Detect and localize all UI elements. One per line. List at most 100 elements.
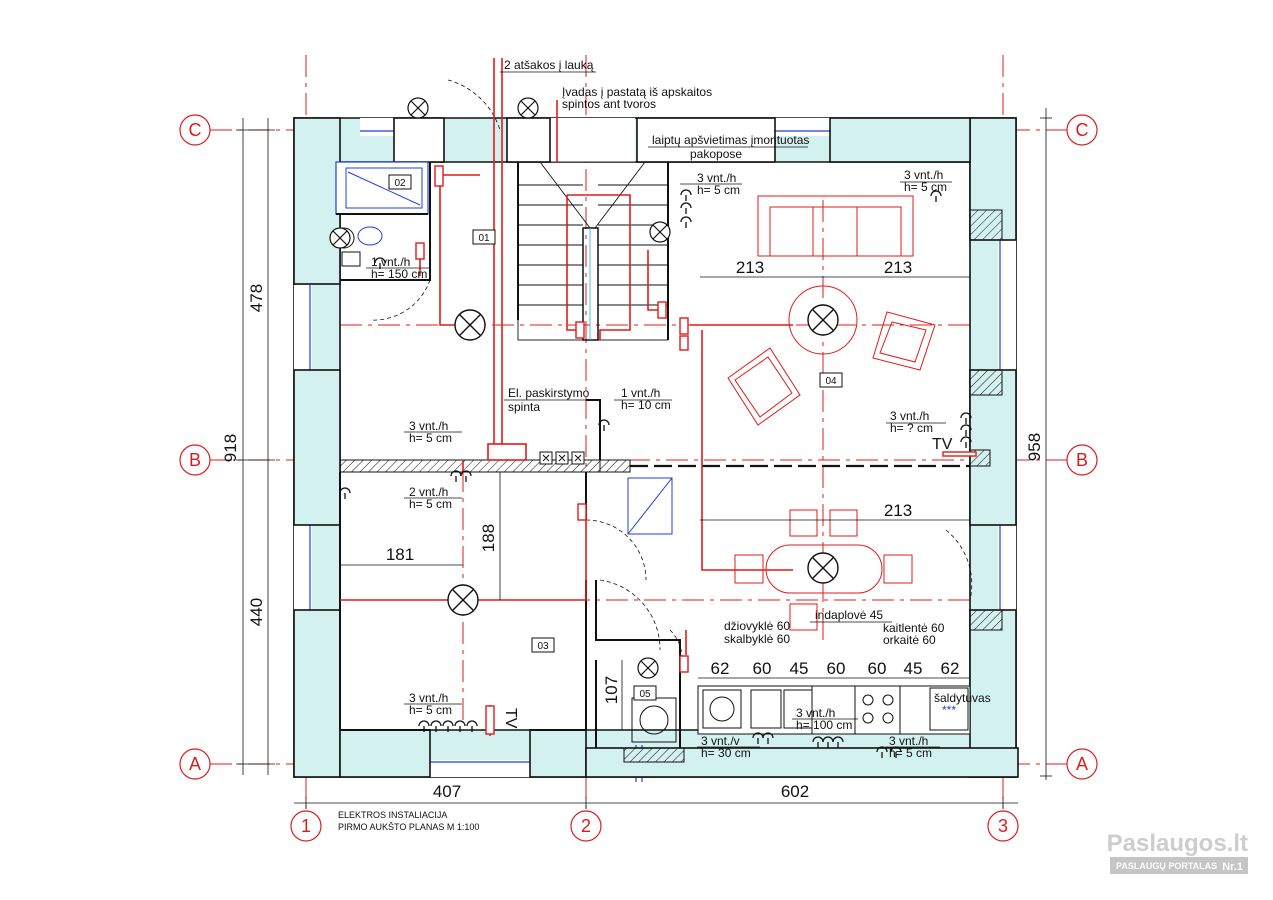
axis-label-2: 2 (581, 816, 591, 836)
note-counter-line2: h= 100 cm (796, 718, 852, 732)
note-kit-right-line1: 3 vnt./h (889, 734, 928, 748)
kitchen-dim-2: 60 (753, 659, 772, 678)
kitchen-dim-6: 45 (904, 659, 923, 678)
note-bath-outlet-line2: h= 150 cm (371, 267, 427, 281)
note-hall-outlet-line2: h= 5 cm (409, 431, 452, 445)
axis-label-b-right: B (1076, 450, 1088, 470)
living-furniture (727, 195, 936, 426)
watermark-logo: Paslaugos.lt PASLAUGŲ PORTALAS Nr.1 (1107, 830, 1248, 874)
axis-marker-b-right: B (1066, 444, 1098, 476)
fridge-stars: *** (942, 703, 956, 717)
note-wet-line1: 3 vnt./v (701, 734, 740, 748)
kitchen-module-dims: 62 60 45 60 60 45 62 (711, 659, 960, 678)
axis-label-1: 1 (301, 816, 311, 836)
room-tag-04: 04 (825, 376, 837, 387)
axis-marker-b-left: B (179, 444, 211, 476)
note-stair-outlet-line2: h= 5 cm (697, 183, 740, 197)
note-stair-light-line1: laiptų apšvietimas įmontuotas (652, 133, 809, 147)
annotations: 2 atšakos į lauką Įvadas į pastatą iš ap… (366, 58, 991, 760)
axis-label-a-left: A (189, 754, 201, 774)
note-hob-line2: orkaitė 60 (883, 633, 936, 647)
switch-boxes (415, 165, 977, 735)
dim-bottom-left: 407 (433, 782, 461, 801)
axis-label-c-left: C (189, 120, 202, 140)
room-tag-02: 02 (394, 178, 406, 189)
dim-left-lower: 440 (247, 598, 266, 626)
note-input-line2: spintos ant tvoros (562, 97, 656, 111)
note-corr-outlet-line2: h= 10 cm (621, 398, 671, 412)
axis-label-3: 3 (998, 816, 1008, 836)
drawing-title-line1: ELEKTROS INSTALIACIJA (338, 810, 447, 820)
note-dishwasher: indaplovė 45 (815, 608, 883, 622)
note-counter-line1: 3 vnt./h (796, 706, 835, 720)
watermark-brand: Paslaugos.lt (1107, 830, 1248, 857)
dim-room05-h: 107 (602, 676, 621, 704)
dim-room03-w: 181 (386, 545, 414, 564)
tv-label-living: TV (932, 436, 953, 453)
note-tv-outlet-line1: 3 vnt./h (890, 409, 929, 423)
title-block: ELEKTROS INSTALIACIJA PIRMO AUKŠTO PLANA… (338, 810, 479, 832)
dim-right-total: 958 (1025, 433, 1044, 461)
note-r03-top-line2: h= 5 cm (409, 497, 452, 511)
note-dryer-line1: džiovyklė 60 (724, 619, 790, 633)
note-living-top-line2: h= 5 cm (904, 180, 947, 194)
axis-label-c-right: C (1076, 120, 1089, 140)
note-input-line1: Įvadas į pastatą iš apskaitos (562, 85, 712, 99)
axis-marker-3: 3 (987, 810, 1019, 842)
kitchen-dim-1: 62 (711, 659, 730, 678)
dim-living-1: 213 (736, 258, 764, 277)
note-hall-outlet-line1: 3 vnt./h (409, 419, 448, 433)
watermark-badge: Nr.1 (1222, 861, 1243, 873)
kitchen-dim-5: 60 (868, 659, 887, 678)
note-corr-outlet-line1: 1 vnt./h (621, 386, 660, 400)
note-dryer-line2: skalbyklė 60 (724, 632, 790, 646)
kitchen-dim-7: 62 (941, 659, 960, 678)
watermark-tagline: PASLAUGŲ PORTALAS (1116, 861, 1217, 871)
axis-marker-a-left: A (179, 748, 211, 780)
kitchen-dim-4: 60 (827, 659, 846, 678)
dim-left-upper: 478 (247, 284, 266, 312)
axis-marker-c-left: C (179, 114, 211, 146)
dim-bottom-right: 602 (781, 782, 809, 801)
dim-left-total: 918 (221, 434, 240, 462)
tv-label-room03: TV (502, 708, 519, 729)
dim-room03-h: 188 (479, 524, 498, 552)
room-tag-03: 03 (537, 641, 549, 652)
note-tv-outlet-line2: h= ? cm (890, 421, 933, 435)
exterior-walls (293, 117, 1019, 782)
note-stair-light-line2: pakopose (690, 147, 742, 161)
electrical-panel (487, 443, 585, 465)
note-living-top-line1: 3 vnt./h (904, 168, 943, 182)
staircase (517, 161, 669, 341)
note-kit-right-line2: h= 5 cm (889, 746, 932, 760)
axis-marker-2: 2 (570, 810, 602, 842)
note-panel-line1: El. paskirstymo (508, 386, 590, 400)
note-stair-outlet-line1: 3 vnt./h (697, 171, 736, 185)
axis-marker-a-right: A (1066, 748, 1098, 780)
door-swings (369, 79, 973, 661)
note-fridge: šaldytuvas (934, 691, 991, 705)
note-outlets-outside: 2 atšakos į lauką (504, 58, 594, 72)
dimension-lines (236, 108, 1052, 809)
note-wet-line2: h= 30 cm (701, 746, 751, 760)
note-panel-line2: spinta (508, 400, 540, 414)
note-r03-bot-line1: 3 vnt./h (409, 691, 448, 705)
drawing-title-line2: PIRMO AUKŠTO PLANAS M 1:100 (338, 822, 479, 832)
axis-marker-c-right: C (1066, 114, 1098, 146)
interior-dims (340, 276, 970, 730)
kitchen-counter (697, 685, 971, 735)
note-hob-line1: kaitlentė 60 (883, 621, 945, 635)
note-r03-top-line1: 2 vnt./h (409, 485, 448, 499)
axis-marker-1: 1 (290, 810, 322, 842)
axis-label-a-right: A (1076, 754, 1088, 774)
note-bath-outlet-line1: 1 vnt./h (371, 255, 410, 269)
dining-furniture (734, 509, 913, 631)
room-tag-01: 01 (478, 233, 490, 244)
axis-label-b-left: B (189, 450, 201, 470)
note-r03-bot-line2: h= 5 cm (409, 703, 452, 717)
room-tags: 02 01 04 03 05 (388, 174, 843, 701)
dim-living-2: 213 (884, 258, 912, 277)
room-tag-05: 05 (639, 689, 651, 700)
dim-dining: 213 (884, 501, 912, 520)
